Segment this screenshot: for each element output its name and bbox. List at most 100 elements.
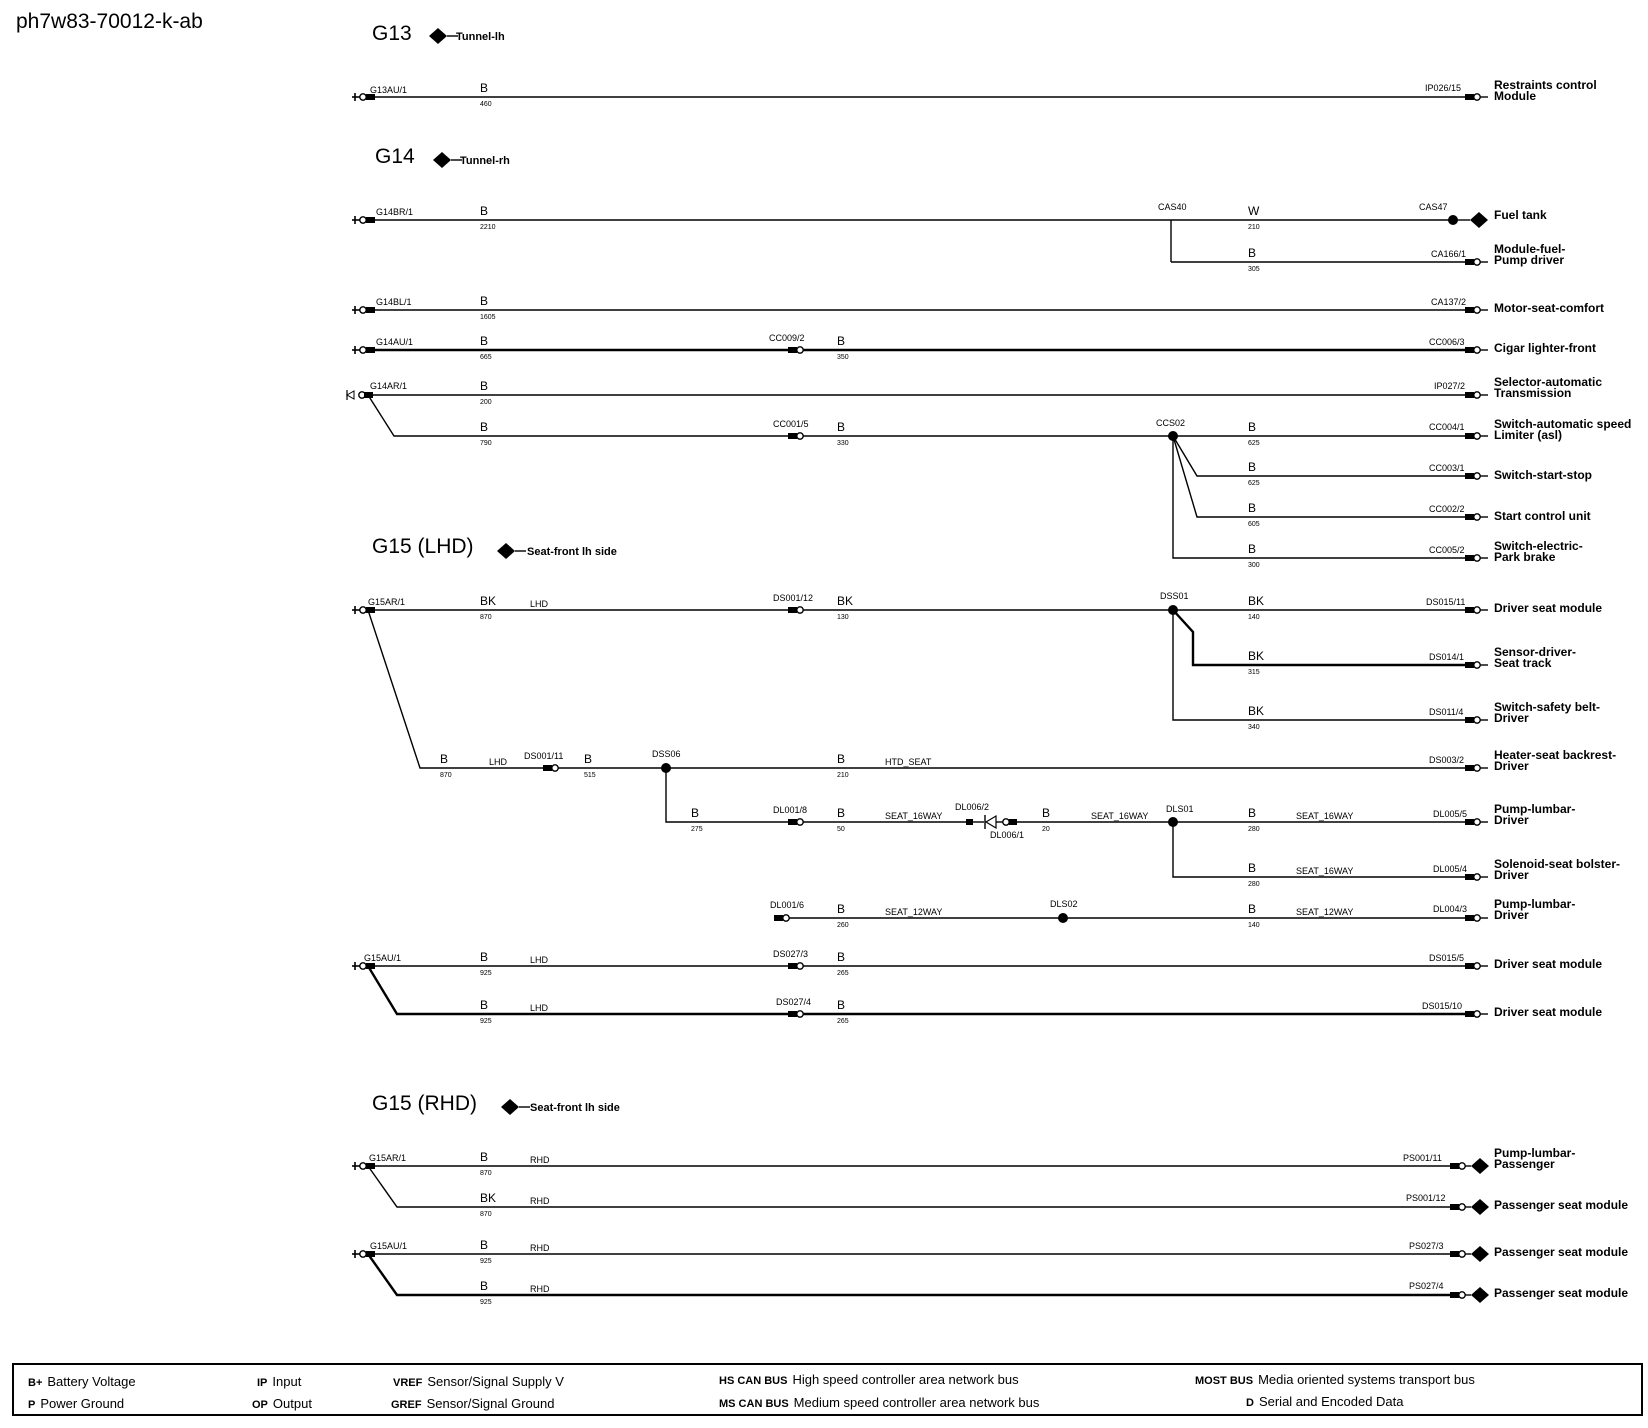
wire	[1172, 822, 1468, 878]
option-label: RHD	[530, 1284, 550, 1294]
diode-icon	[966, 814, 1017, 830]
connector-pin-icon	[1464, 764, 1489, 772]
legend-abbr: IP	[257, 1377, 268, 1389]
document-id: ph7w83-70012-k-ab	[16, 10, 203, 33]
wire-size: 210	[1248, 224, 1260, 231]
destination-label: Module-fuel-Pump driver	[1494, 242, 1565, 267]
pin-label: CC002/2	[1429, 504, 1465, 514]
connector-pin-icon	[1464, 306, 1489, 314]
pin-label: G14AU/1	[376, 337, 413, 347]
ground-terminal-icon	[351, 1161, 376, 1171]
destination-label: Passenger seat module	[1494, 1198, 1628, 1212]
pin-label: G14AR/1	[370, 381, 407, 391]
pin-label: G13AU/1	[370, 85, 407, 95]
legend-text: High speed controller area network bus	[792, 1372, 1019, 1387]
ground-location-icon	[500, 1098, 531, 1116]
connector-pin-icon	[1464, 346, 1489, 354]
connector-pin-icon	[1464, 258, 1489, 266]
inline-connector-label: DL001/6	[770, 900, 804, 910]
wire	[665, 768, 788, 823]
wire-color: B	[480, 81, 488, 95]
option-label: LHD	[530, 955, 549, 965]
connector-pin-icon	[1464, 661, 1489, 669]
inline-connector-label: DS001/11	[524, 751, 563, 761]
inline-connector-icon	[787, 346, 804, 354]
circuit-label: SEAT_16WAY	[1296, 866, 1353, 876]
option-label: LHD	[489, 757, 508, 767]
wire-size: 265	[837, 970, 849, 977]
wire-size: 665	[480, 354, 492, 361]
wire-color: B	[480, 204, 488, 218]
wire-size: 305	[1248, 266, 1260, 273]
pin-label: G15AU/1	[370, 1241, 407, 1251]
connector-pin-icon	[1464, 93, 1489, 101]
connector-pin-icon	[1464, 554, 1489, 562]
destination-label: Passenger seat module	[1494, 1245, 1628, 1259]
wire-size: 260	[837, 922, 849, 929]
wire-color: BK	[480, 1191, 496, 1205]
wire-size: 130	[837, 614, 849, 621]
pin-label: G15AR/1	[368, 597, 405, 607]
wire-color: B	[480, 1150, 488, 1164]
ground-diamond-icon	[1449, 1157, 1490, 1175]
section-location-g14: Tunnel-rh	[460, 155, 510, 167]
wire-size: 460	[480, 101, 492, 108]
wire-color: B	[1248, 861, 1256, 875]
inline-connector-icon	[787, 818, 804, 826]
splice-label: DSS06	[652, 749, 681, 759]
wire-color: B	[480, 420, 488, 434]
option-label: RHD	[530, 1155, 550, 1165]
pin-label: PS027/4	[1409, 1281, 1444, 1291]
ground-diamond-icon	[1449, 1198, 1490, 1216]
ground-terminal-icon	[351, 215, 376, 225]
pin-label: G14BL/1	[376, 297, 412, 307]
wire-color: B	[480, 379, 488, 393]
splice-icon	[1058, 913, 1068, 923]
wire-color: B	[837, 902, 845, 916]
wire-color: B	[837, 752, 845, 766]
connector-pin-icon	[1464, 606, 1489, 614]
pin-label: G15AR/1	[369, 1153, 406, 1163]
wire-color: W	[1248, 204, 1260, 218]
wire-color: B	[837, 998, 845, 1012]
connector-pin-icon	[1464, 873, 1489, 881]
wire-color: B	[480, 1279, 488, 1293]
legend-abbr: P	[28, 1399, 36, 1411]
pin-label: CA166/1	[1431, 249, 1466, 259]
section-location-g15-lhd: Seat-front lh side	[527, 546, 617, 558]
destination-label: Cigar lighter-front	[1494, 341, 1596, 355]
legend-abbr: GREF	[391, 1399, 422, 1411]
connector-pin-icon	[1464, 1010, 1489, 1018]
ground-diamond-icon	[1449, 1245, 1490, 1263]
legend-text: Sensor/Signal Supply V	[427, 1374, 564, 1389]
wire-color: B	[480, 334, 488, 348]
diode-pin-label: DL006/1	[990, 830, 1024, 840]
option-label: RHD	[530, 1243, 550, 1253]
section-title-g15-lhd: G15 (LHD)	[372, 535, 474, 558]
destination-label: Pump-lumbar-Passenger	[1494, 1146, 1575, 1171]
connector-pin-icon	[1464, 914, 1489, 922]
splice-label: DSS01	[1160, 591, 1189, 601]
splice-label: DLS01	[1166, 804, 1194, 814]
wire-size: 870	[480, 1211, 492, 1218]
circuit-label: SEAT_12WAY	[1296, 907, 1353, 917]
wire-color: BK	[1248, 649, 1264, 663]
pin-label: DS014/1	[1429, 652, 1464, 662]
wire	[1172, 435, 1468, 518]
wire-size: 515	[584, 772, 596, 779]
option-label: LHD	[530, 599, 549, 609]
wire-size: 625	[1248, 480, 1260, 487]
diode-pin-label: DL006/2	[955, 802, 989, 812]
wire-size: 315	[1248, 669, 1260, 676]
legend-abbr: MOST BUS	[1195, 1375, 1254, 1387]
wire	[1172, 610, 1468, 721]
wire-color: BK	[480, 594, 496, 608]
pin-label: PS001/11	[1403, 1153, 1442, 1163]
wire-size: 265	[837, 1018, 849, 1025]
